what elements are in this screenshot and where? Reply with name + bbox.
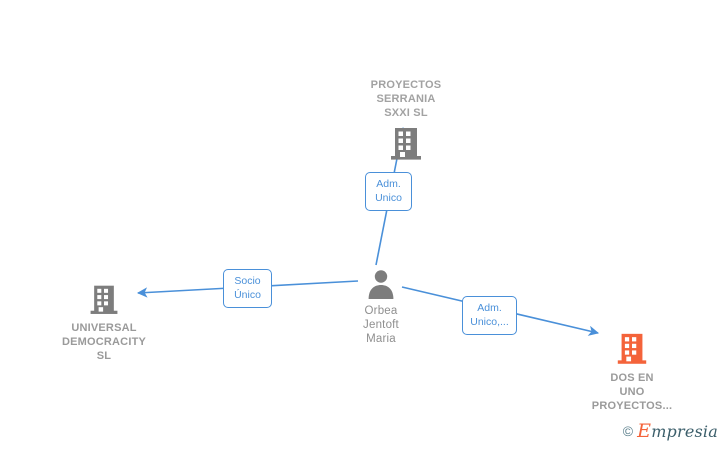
copyright-icon: © xyxy=(622,423,634,439)
building-icon xyxy=(387,125,425,163)
node-label-universal-democracity: UNIVERSAL DEMOCRACITY SL xyxy=(61,322,147,362)
brand-initial: E xyxy=(637,420,652,442)
edge-label-adm-unico-dos-en-uno[interactable]: Adm. Unico,... xyxy=(462,296,517,335)
node-dos-en-uno-proyectos[interactable]: DOS EN UNO PROYECTOS... xyxy=(562,331,702,413)
node-label-orbea-jentoft-maria: Orbea Jentoft Maria xyxy=(363,305,399,345)
edge-label-adm-unico-serrania[interactable]: Adm. Unico xyxy=(365,172,412,211)
node-orbea-jentoft-maria[interactable]: Orbea Jentoft Maria xyxy=(311,268,451,346)
edge-label-socio-unico-universal[interactable]: Socio Único xyxy=(223,269,272,308)
node-label-proyectos-serrania: PROYECTOS SERRANIA SXXI SL xyxy=(370,79,442,119)
brand-rest: mpresia xyxy=(651,422,718,441)
node-universal-democracity[interactable]: UNIVERSAL DEMOCRACITY SL xyxy=(34,283,174,363)
building-icon xyxy=(614,331,650,367)
building-icon xyxy=(87,283,121,317)
empresia-watermark: © Empresia xyxy=(623,420,718,442)
node-proyectos-serrania[interactable]: PROYECTOS SERRANIA SXXI SL xyxy=(336,78,476,163)
person-icon xyxy=(365,268,397,300)
node-label-dos-en-uno-proyectos: DOS EN UNO PROYECTOS... xyxy=(591,372,673,412)
brand-logo: Empresia xyxy=(637,420,718,442)
